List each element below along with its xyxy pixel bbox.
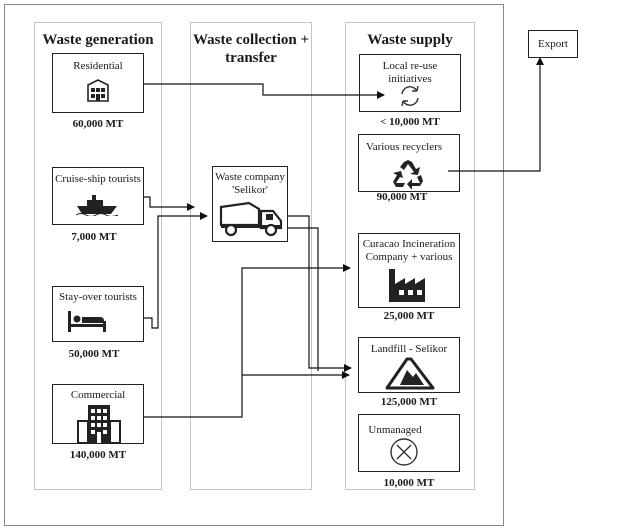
selikor-collector-label: Waste company 'Selikor' — [215, 171, 285, 196]
unmanaged-box: Unmanaged — [358, 414, 460, 472]
stay-over-box: Stay-over tourists — [52, 286, 144, 342]
factory-icon — [389, 269, 425, 302]
incineration-label: Curacao Incineration Company + various — [362, 238, 456, 263]
landfill-icon — [385, 357, 435, 390]
apartment-building-icon — [87, 79, 109, 102]
landfill-amount: 125,000 MT — [380, 396, 438, 408]
unmanaged-x-icon — [390, 438, 418, 466]
stay-over-amount: 50,000 MT — [68, 348, 120, 360]
flow-selikor-to-landfill — [288, 215, 352, 372]
generation-title: Waste generation — [42, 32, 154, 48]
landfill-box: Landfill - Selikor — [358, 337, 460, 393]
flow-stayover-to-selikor — [144, 212, 208, 329]
cruise-ship-box: Cruise-ship tourists — [52, 167, 144, 225]
cruise-ship-amount: 7,000 MT — [71, 231, 117, 243]
generation-column — [34, 22, 162, 490]
stay-over-label: Stay-over tourists — [59, 291, 137, 303]
supply-title: Waste supply — [367, 32, 453, 48]
residential-box: Residential — [52, 53, 144, 113]
export-label: Export — [538, 38, 568, 50]
hotel-bed-icon — [68, 311, 106, 332]
flow-residential-to-reuse — [144, 83, 385, 99]
office-building-icon — [77, 405, 121, 443]
recyclers-box: Various recyclers — [358, 134, 460, 192]
recycling-icon — [393, 160, 423, 189]
commercial-amount: 140,000 MT — [69, 449, 127, 461]
incineration-box: Curacao Incineration Company + various — [358, 233, 460, 308]
local-reuse-box: Local re-use initiatives — [359, 54, 461, 112]
local-reuse-label: Local re-use initiatives — [382, 60, 438, 85]
unmanaged-label: Unmanaged — [368, 424, 422, 436]
unmanaged-amount: 10,000 MT — [383, 477, 435, 489]
flow-commercial-to-incineration — [144, 264, 351, 418]
supply-column — [345, 22, 475, 490]
reuse-cycle-icon — [401, 85, 419, 107]
collection-title: Waste collection + transfer — [192, 32, 310, 66]
residential-label: Residential — [73, 60, 123, 72]
local-reuse-amount: < 10,000 MT — [380, 116, 440, 128]
residential-amount: 60,000 MT — [72, 118, 124, 130]
landfill-label: Landfill - Selikor — [370, 343, 448, 355]
flow-selikor-to-incineration — [288, 227, 319, 371]
flow-cruise-to-selikor — [144, 196, 195, 211]
cruise-ship-icon — [75, 195, 119, 216]
recyclers-label: Various recyclers — [365, 141, 443, 153]
selikor-collector-box: Waste company 'Selikor' — [212, 166, 288, 242]
commercial-label: Commercial — [70, 389, 126, 401]
cruise-ship-label: Cruise-ship tourists — [55, 173, 141, 185]
commercial-box: Commercial — [52, 384, 144, 444]
recyclers-amount: 90,000 MT — [376, 191, 428, 203]
flow-recyclers-to-export — [448, 57, 544, 172]
diagram-frame — [4, 4, 504, 526]
dump-truck-icon — [219, 201, 283, 237]
export-box: Export — [528, 30, 578, 58]
incineration-amount: 25,000 MT — [383, 310, 435, 322]
collection-column — [190, 22, 312, 490]
